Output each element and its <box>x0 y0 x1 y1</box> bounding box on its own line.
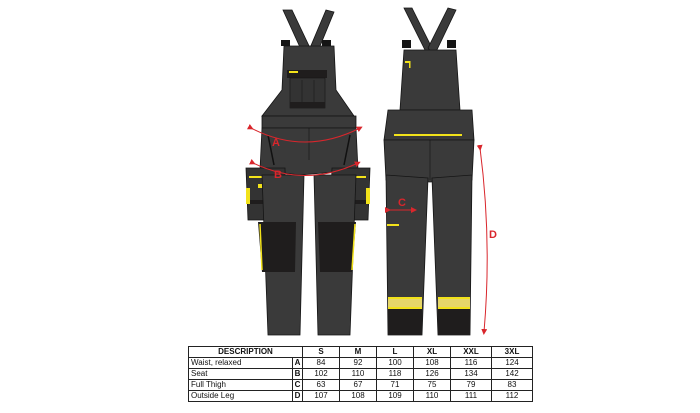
row-letter: C <box>292 379 303 391</box>
table-row: Outside Leg D 107 108 109 110 111 112 <box>188 390 533 402</box>
cell-value: 108 <box>413 357 451 369</box>
cell-value: 108 <box>339 390 377 402</box>
front-view: A B <box>245 9 371 336</box>
cell-value: 116 <box>450 357 492 369</box>
cell-value: 109 <box>376 390 414 402</box>
measure-label-a: A <box>272 137 280 149</box>
row-letter: B <box>292 368 303 380</box>
cell-value: 112 <box>491 390 533 402</box>
cell-value: 84 <box>302 357 340 369</box>
cell-value: 110 <box>339 368 377 380</box>
left-buckle-icon <box>281 40 290 46</box>
table-row: Seat B 102 110 118 126 134 142 <box>188 368 533 380</box>
cell-value: 92 <box>339 357 377 369</box>
size-chart-table: DESCRIPTION S M L XL XXL 3XL Waist, rela… <box>188 346 533 402</box>
row-letter: D <box>292 390 303 402</box>
measure-label-c: C <box>398 197 406 209</box>
cell-value: 107 <box>302 390 340 402</box>
right-buckle-icon <box>322 40 331 46</box>
header-size-m: M <box>339 346 377 358</box>
cell-value: 102 <box>302 368 340 380</box>
header-size-xl: XL <box>413 346 451 358</box>
header-size-s: S <box>302 346 340 358</box>
cell-value: 118 <box>376 368 414 380</box>
row-letter: A <box>292 357 303 369</box>
cell-value: 79 <box>450 379 492 391</box>
cell-value: 142 <box>491 368 533 380</box>
header-size-l: L <box>376 346 414 358</box>
row-label: Outside Leg <box>188 390 293 402</box>
row-label: Waist, relaxed <box>188 357 293 369</box>
header-size-xxl: XXL <box>450 346 492 358</box>
table-row: Waist, relaxed A 84 92 100 108 116 124 <box>188 357 533 369</box>
measure-label-d: D <box>489 229 497 241</box>
cell-value: 124 <box>491 357 533 369</box>
cell-value: 75 <box>413 379 451 391</box>
table-row: Full Thigh C 63 67 71 75 79 83 <box>188 379 533 391</box>
table-header-row: DESCRIPTION S M L XL XXL 3XL <box>188 346 533 358</box>
header-description: DESCRIPTION <box>188 346 303 358</box>
cell-value: 71 <box>376 379 414 391</box>
back-view: C D <box>383 7 497 336</box>
cell-value: 134 <box>450 368 492 380</box>
cell-value: 63 <box>302 379 340 391</box>
measure-label-b: B <box>274 169 282 181</box>
cell-value: 111 <box>450 390 492 402</box>
cell-value: 100 <box>376 357 414 369</box>
cell-value: 110 <box>413 390 451 402</box>
cell-value: 83 <box>491 379 533 391</box>
cell-value: 126 <box>413 368 451 380</box>
row-label: Full Thigh <box>188 379 293 391</box>
row-label: Seat <box>188 368 293 380</box>
header-size-3xl: 3XL <box>491 346 533 358</box>
garment-illustration: A B C <box>245 7 497 336</box>
cell-value: 67 <box>339 379 377 391</box>
